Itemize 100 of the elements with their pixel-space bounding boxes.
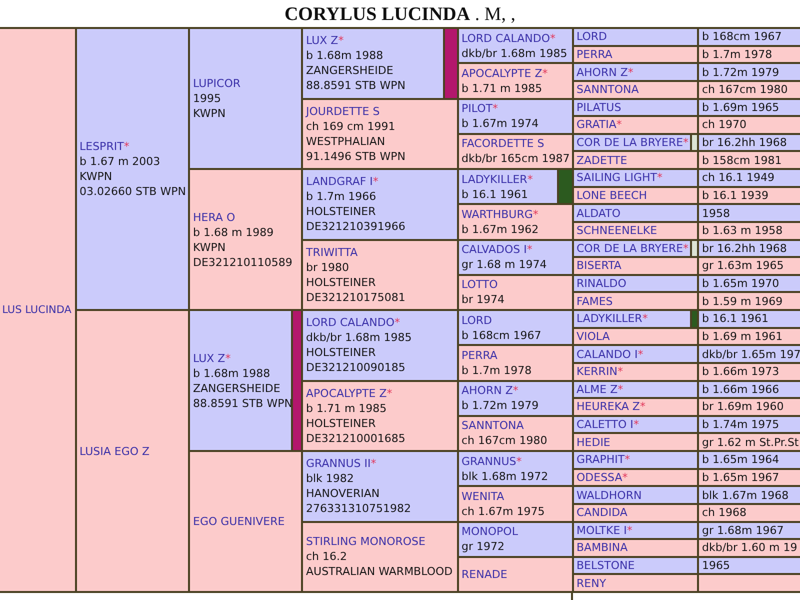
horse-name: EGO GUENIVERE bbox=[193, 514, 285, 529]
pedigree-cell bbox=[574, 46, 697, 62]
pedigree-cell bbox=[574, 416, 697, 432]
horse-name: RENY bbox=[576, 576, 606, 591]
horse-name: KERRIN* bbox=[576, 364, 623, 380]
horse-details: br 1974 bbox=[462, 292, 504, 308]
horse-details: br 16.2hh 1968 bbox=[702, 240, 787, 256]
horse-details: b 1.7m 1978 bbox=[462, 362, 532, 378]
horse-details: AUSTRALIAN WARMBLOOD bbox=[306, 564, 453, 580]
pedigree-cell bbox=[458, 382, 572, 415]
pedigree-cell bbox=[699, 134, 800, 150]
horse-details: 91.1496 STB WPN bbox=[306, 148, 406, 164]
horse-details: b 1.66m 1973 bbox=[702, 364, 780, 380]
horse-name: ZADETTE bbox=[576, 152, 628, 168]
horse-details: b 1.63 m 1958 bbox=[702, 223, 783, 238]
horse-name: RINALDO bbox=[576, 276, 626, 292]
pedigree-cell bbox=[458, 100, 572, 133]
horse-name: LADYKILLER* bbox=[462, 172, 533, 187]
horse-name: CALANDO I* bbox=[576, 346, 644, 362]
pedigree-cell bbox=[458, 134, 572, 168]
pedigree-cell bbox=[76, 311, 188, 591]
pedigree-cell bbox=[574, 364, 697, 380]
pedigree-cell bbox=[458, 522, 572, 556]
horse-name: TRIWITTA bbox=[306, 244, 358, 260]
horse-name: RENADE bbox=[462, 566, 508, 582]
pedigree-cell bbox=[699, 504, 800, 520]
horse-details: ch 167cm 1980 bbox=[462, 433, 548, 448]
pedigree-cell bbox=[699, 276, 800, 292]
horse-details: b 1.72m 1979 bbox=[702, 64, 780, 80]
horse-name: BAMBINA bbox=[576, 540, 628, 556]
pedigree-cell bbox=[303, 240, 456, 309]
horse-name: PERRA bbox=[462, 348, 498, 363]
horse-name: HEUREKA Z* bbox=[576, 399, 646, 414]
pedigree-cell bbox=[699, 258, 800, 274]
horse-details: b 1.72m 1979 bbox=[462, 398, 539, 414]
horse-details: 1995 bbox=[193, 91, 221, 106]
horse-name: PERRA bbox=[576, 46, 612, 62]
horse-name: PILATUS bbox=[576, 100, 622, 115]
horse-details: dkb/br 1.60 m 19 bbox=[702, 540, 798, 556]
horse-name: CALETTO I* bbox=[576, 417, 639, 432]
horse-name: SANNTONA bbox=[576, 82, 639, 98]
horse-details: b 16.1 1961 bbox=[702, 311, 768, 326]
horse-name: FACORDETTE S bbox=[462, 136, 544, 152]
pedigree-cell bbox=[574, 152, 697, 168]
pedigree-cell bbox=[699, 558, 800, 574]
pedigree-cell bbox=[458, 205, 572, 238]
horse-details: ch 16.2 bbox=[306, 549, 348, 564]
pedigree-cell bbox=[574, 328, 697, 344]
horse-details: 88.8591 STB WPN bbox=[306, 78, 406, 94]
pedigree-cell bbox=[190, 311, 301, 450]
horse-details: ZANGERSHEIDE bbox=[193, 380, 280, 396]
horse-details: HANOVERIAN bbox=[306, 486, 380, 502]
horse-name: AHORN Z* bbox=[462, 383, 518, 398]
horse-name: APOCALYPTE Z* bbox=[462, 66, 548, 81]
horse-details: b 1.68m 1988 bbox=[193, 366, 270, 380]
pedigree-cell bbox=[699, 470, 800, 486]
horse-details: b 1.69m 1965 bbox=[702, 100, 780, 115]
pedigree-cell bbox=[699, 222, 800, 238]
horse-name: COR DE LA BRYERE* bbox=[576, 240, 689, 256]
horse-details: HOLSTEINER bbox=[306, 416, 376, 431]
pedigree-cell bbox=[303, 29, 456, 98]
pedigree-cell bbox=[0, 29, 74, 591]
pedigree-cell bbox=[574, 100, 697, 116]
pedigree-cell bbox=[699, 575, 800, 591]
pedigree-cell bbox=[574, 470, 697, 486]
horse-details: gr 1972 bbox=[462, 539, 504, 554]
horse-name: SANNTONA bbox=[462, 418, 524, 434]
horse-name: JOURDETTE S bbox=[306, 104, 380, 119]
horse-details: ch 1968 bbox=[702, 505, 747, 520]
horse-name: LORD bbox=[576, 29, 608, 44]
horse-name: LUSIA EGO Z bbox=[80, 444, 150, 458]
pedigree-cell bbox=[699, 100, 800, 116]
pedigree-cell bbox=[303, 170, 456, 238]
horse-name: PILOT* bbox=[462, 101, 498, 116]
horse-details: ch 1.67m 1975 bbox=[462, 504, 545, 519]
horse-name: AHORN Z* bbox=[576, 64, 634, 80]
pedigree-cell bbox=[574, 170, 697, 186]
horse-name: LORD CALANDO* bbox=[306, 315, 400, 330]
pedigree-cell bbox=[699, 64, 800, 80]
pedigree-cell bbox=[458, 487, 572, 520]
horse-name: LUS LUCINDA bbox=[2, 302, 72, 318]
pedigree-cell bbox=[458, 311, 572, 344]
horse-details: b 1.71 m 1985 bbox=[462, 80, 542, 96]
horse-name: LOTTO bbox=[462, 277, 498, 292]
horse-name: STIRLING MONOROSE bbox=[306, 534, 426, 550]
pedigree-cell bbox=[190, 170, 301, 309]
horse-details: b 1.67 m 2003 bbox=[80, 154, 160, 169]
pedigree-cell bbox=[458, 416, 572, 450]
pedigree-cell bbox=[699, 152, 800, 168]
horse-details: HOLSTEINER bbox=[306, 204, 376, 220]
horse-details: 03.02660 STB WPN bbox=[80, 184, 186, 199]
horse-name: MOLTKE I* bbox=[576, 522, 632, 538]
pedigree-cell bbox=[574, 293, 697, 309]
horse-name: LONE BEECH bbox=[576, 188, 647, 203]
pedigree-cell bbox=[574, 311, 697, 327]
pedigree-cell bbox=[574, 205, 697, 221]
horse-details: gr 1.63m 1965 bbox=[702, 258, 784, 274]
horse-name: ALME Z* bbox=[576, 382, 624, 397]
horse-details: b 1.71 m 1985 bbox=[306, 400, 387, 416]
horse-name: BELSTONE bbox=[576, 558, 635, 574]
